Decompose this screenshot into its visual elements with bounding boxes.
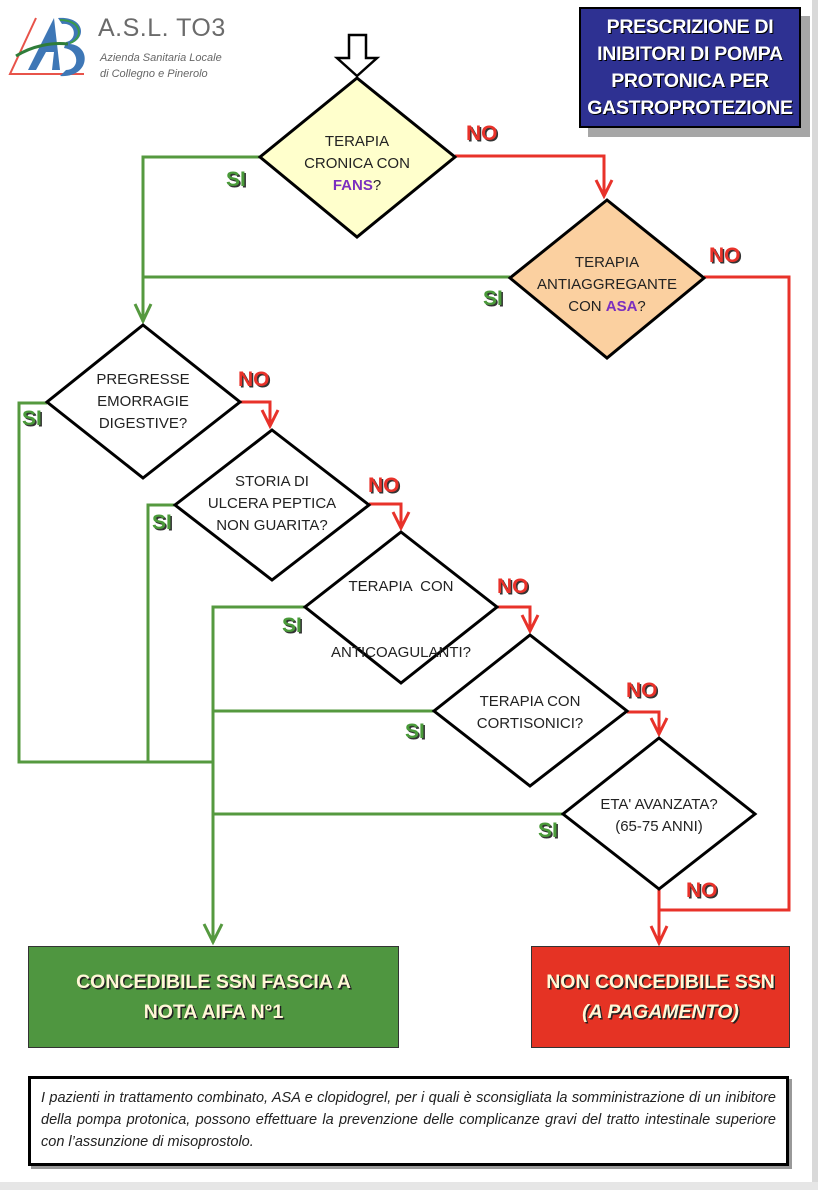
- title-line: PRESCRIZIONE DI: [606, 15, 774, 38]
- title-line: GASTROPROTEZIONE: [587, 96, 793, 119]
- outcome-denied-text: (A PAGAMENTO): [582, 1001, 739, 1023]
- page-edge-right: [812, 0, 818, 1190]
- decision-cortisonici-shape: [431, 633, 630, 788]
- arrowhead-cortisonici-in: [520, 614, 540, 635]
- label-ulcera-yes: SI: [152, 511, 172, 534]
- decision-fans: TERAPIA CRONICA CON FANS?: [304, 131, 410, 197]
- decision-text: TERAPIA: [574, 254, 640, 271]
- decision-emorragie: PREGRESSE EMORRAGIE DIGESTIVE?: [96, 369, 189, 435]
- decision-asa-shape: [507, 198, 707, 360]
- arrowhead-ulcera-in: [260, 409, 280, 430]
- arrowhead-emorragie-in: [133, 303, 153, 325]
- decision-emorragie-shape: [44, 323, 243, 480]
- label-fans-yes: SI: [226, 168, 246, 191]
- outcome-approved-text: NOTA AIFA N°1: [143, 1001, 284, 1023]
- label-eta-yes: SI: [538, 819, 558, 842]
- connector-cortisonici-no: [627, 710, 661, 734]
- outcome-approved-box: CONCEDIBILE SSN FASCIA A NOTA AIFA N°1: [28, 946, 399, 1048]
- decision-text: TERAPIA: [324, 133, 390, 150]
- decision-text: TERAPIA CON: [348, 578, 454, 595]
- label-emorragie-no: NO: [238, 368, 270, 391]
- decision-ulcera: STORIA DI ULCERA PEPTICA NON GUARITA?: [208, 471, 336, 537]
- connector-ulcera-no: [369, 502, 403, 528]
- outcome-denied-box: NON CONCEDIBILE SSN (A PAGAMENTO): [531, 946, 790, 1048]
- yes-connectors: [17, 155, 563, 946]
- title-line: PROTONICA PER: [611, 69, 769, 92]
- decision-eta: ETA' AVANZATA? (65-75 ANNI): [600, 794, 717, 838]
- label-eta-no: NO: [686, 879, 718, 902]
- connector-fans-yes: [141, 155, 260, 322]
- decision-cortisonici: TERAPIA CON CORTISONICI?: [477, 691, 583, 735]
- label-asa-yes: SI: [483, 287, 503, 310]
- decision-asa: TERAPIA ANTIAGGREGANTE CON ASA?: [537, 252, 677, 318]
- highlight-fans: FANS: [332, 177, 373, 194]
- asl-logo: A.S.L. TO3 Azienda Sanitaria Locale di C…: [6, 12, 246, 84]
- decision-text: STORIA DI: [235, 473, 309, 490]
- arrowhead-asa-in: [594, 179, 614, 200]
- label-fans-no: NO: [466, 122, 498, 145]
- no-connectors: [240, 154, 791, 947]
- decision-eta-shape: [560, 736, 758, 891]
- logo-subtitle-location: di Collegno e Pinerolo: [100, 68, 208, 80]
- logo-name: A.S.L. TO3: [98, 14, 226, 42]
- highlight-asa: ASA: [605, 298, 638, 315]
- arrowhead-anticoagulanti-in: [391, 511, 411, 532]
- page-title: PRESCRIZIONE DI INIBITORI DI POMPA PROTO…: [579, 7, 801, 128]
- label-cortisonici-no: NO: [626, 679, 658, 702]
- decision-text: CRONICA CON: [304, 155, 410, 172]
- decision-ulcera-shape: [172, 428, 372, 582]
- label-anticoagulanti-yes: SI: [282, 614, 302, 637]
- decision-text: CON ASA?: [537, 296, 677, 318]
- decision-text: EMORRAGIE: [97, 393, 189, 410]
- asl-to3-logo-icon: [8, 17, 85, 77]
- connector-anticoagulanti-no: [497, 605, 532, 631]
- decision-text: ETA' AVANZATA?: [600, 796, 718, 813]
- label-asa-no: NO: [709, 244, 741, 267]
- footnote-text: I pazienti in trattamento combinato, ASA…: [41, 1090, 776, 1150]
- decision-text: ANTIAGGREGANTE: [536, 276, 678, 293]
- arrowhead-eta-in: [649, 717, 669, 738]
- label-ulcera-no: NO: [368, 474, 400, 497]
- logo-subtitle: Azienda Sanitaria Locale: [100, 52, 222, 64]
- connector-emorragie-no: [240, 400, 272, 426]
- connector-ulcera-yes: [146, 503, 175, 762]
- decision-text: (65-75 ANNI): [615, 818, 703, 835]
- arrowhead-approved-in: [202, 923, 224, 946]
- decision-anticoagulanti: TERAPIA CON ANTICOAGULANTI?: [331, 532, 471, 686]
- connector-anticoagulanti-yes: [211, 605, 305, 943]
- page-edge-bottom: [0, 1182, 818, 1190]
- title-line: INIBITORI DI POMPA: [597, 42, 783, 65]
- start-arrow-icon: [333, 33, 381, 78]
- decision-text: PREGRESSE: [96, 371, 190, 388]
- decision-suffix: ?: [637, 298, 646, 315]
- decision-text: ANTICOAGULANTI?: [330, 644, 472, 661]
- outcome-denied-text: NON CONCEDIBILE SSN: [546, 971, 775, 993]
- decision-shapes: [44, 76, 758, 891]
- connector-asa-no: [659, 275, 791, 912]
- outcome-approved-text: CONCEDIBILE SSN FASCIA A: [76, 971, 351, 993]
- decision-suffix: ?: [372, 177, 382, 194]
- label-anticoagulanti-no: NO: [497, 575, 529, 598]
- decision-text: CORTISONICI?: [476, 715, 584, 732]
- decision-text: FANS?: [304, 175, 410, 197]
- decision-anticoagulanti-shape: [302, 530, 500, 685]
- footnote-box: I pazienti in trattamento combinato, ASA…: [28, 1076, 789, 1166]
- decision-fans-shape: [257, 76, 458, 239]
- decision-text: NON GUARITA?: [216, 517, 328, 534]
- decision-text: ULCERA PEPTICA: [207, 495, 337, 512]
- decision-prefix: CON: [568, 298, 606, 315]
- decision-text: TERAPIA CON: [479, 693, 581, 710]
- label-emorragie-yes: SI: [22, 407, 42, 430]
- connector-fans-no: [455, 154, 606, 196]
- connector-emorragie-yes: [17, 401, 213, 764]
- decision-text: DIGESTIVE?: [98, 415, 188, 432]
- arrowhead-denied-in: [649, 925, 669, 947]
- label-cortisonici-yes: SI: [405, 720, 425, 743]
